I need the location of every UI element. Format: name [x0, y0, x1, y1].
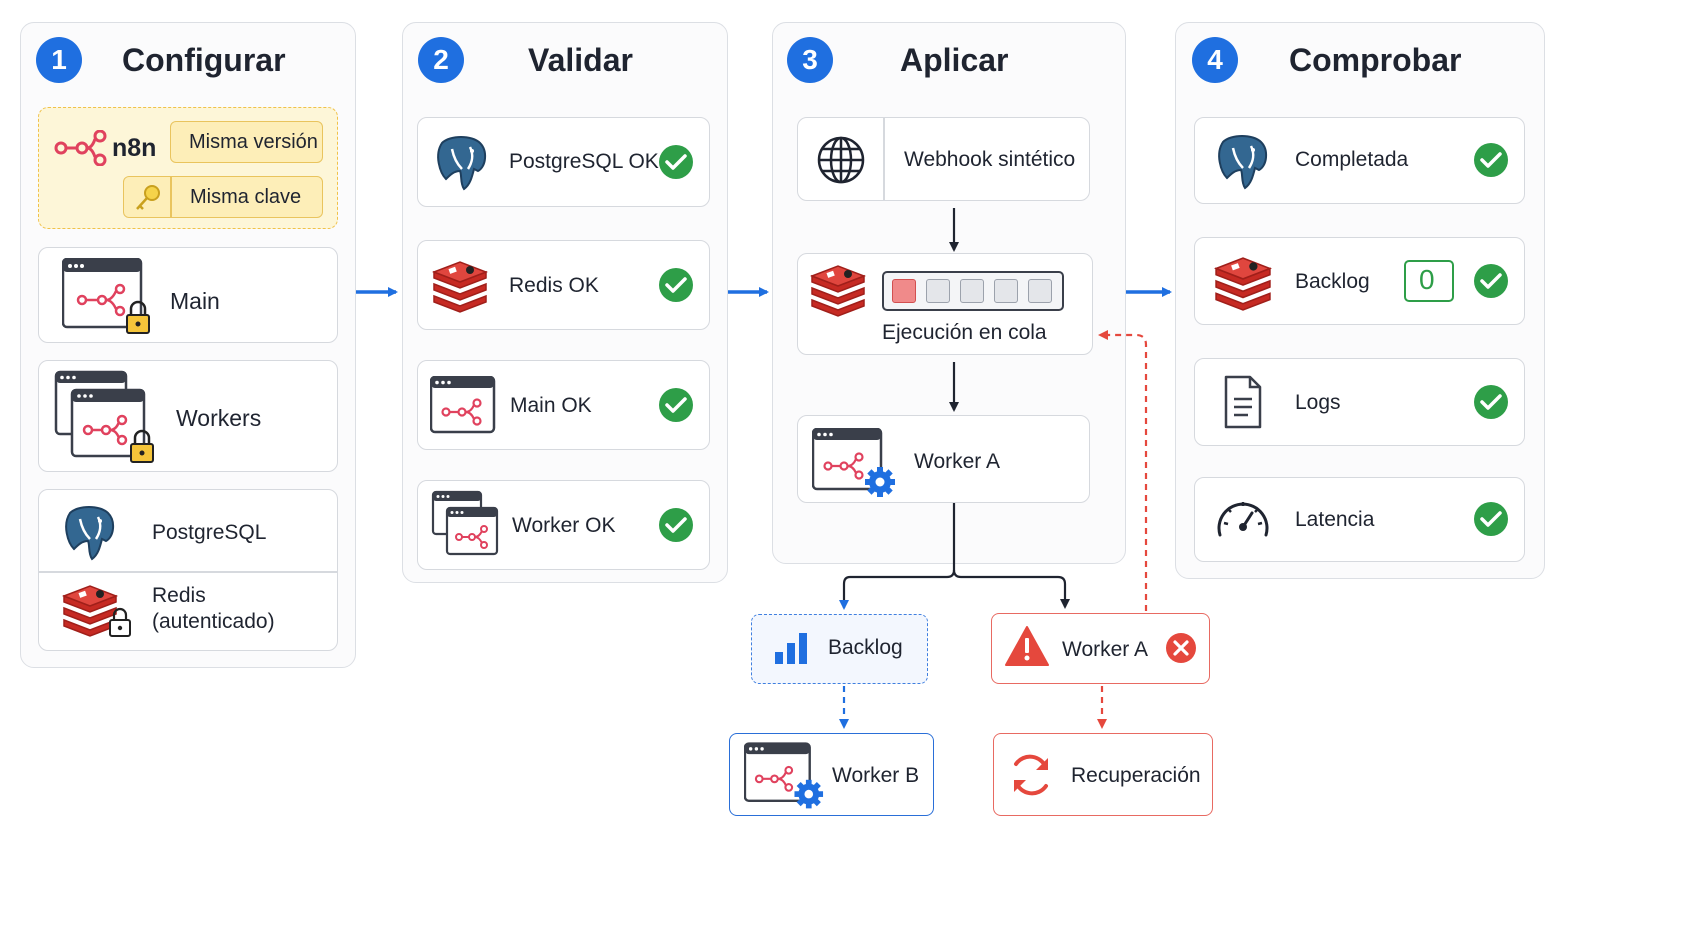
check-icon — [1474, 264, 1508, 298]
branch-worker-a-failure — [952, 569, 1070, 609]
comprobar-latency-label: Latencia — [1295, 508, 1375, 531]
error-x-icon — [1166, 633, 1196, 663]
webhook-icon-divider — [883, 117, 885, 201]
recovery-label: Recuperación — [1071, 764, 1201, 787]
check-icon — [659, 145, 693, 179]
check-icon — [659, 388, 693, 422]
webhook-label: Webhook sintético — [904, 148, 1076, 171]
same-key-label: Misma clave — [190, 186, 302, 208]
validar-worker-label: Worker OK — [512, 514, 616, 537]
comprobar-completed-label: Completada — [1295, 148, 1409, 171]
worker-a-label: Worker A — [914, 450, 1000, 473]
check-icon — [659, 508, 693, 542]
warning-icon — [1005, 626, 1049, 666]
key-icon — [136, 185, 160, 210]
worker-windows-icon — [431, 490, 499, 556]
validar-main-label: Main OK — [510, 394, 592, 417]
validar-postgresql-label: PostgreSQL OK — [509, 150, 659, 173]
redis-icon — [810, 265, 866, 317]
workers-windows-icon — [54, 370, 154, 463]
db-card-divider — [38, 571, 338, 573]
n8n-logo-text: n8n — [112, 134, 157, 162]
queue-slot — [994, 279, 1018, 303]
postgresql-elephant-icon — [437, 136, 486, 191]
step-number-4: 4 — [1192, 37, 1238, 83]
backlog-count-badge — [1404, 260, 1454, 302]
worker-gear-window-icon — [812, 428, 895, 497]
config-postgresql-label: PostgreSQL — [152, 521, 267, 544]
step-number-1: 1 — [36, 37, 82, 83]
worker-gear-window-icon — [744, 742, 824, 809]
comprobar-logs-label: Logs — [1295, 391, 1341, 414]
step-number-2: 2 — [418, 37, 464, 83]
globe-icon — [817, 136, 865, 184]
branch-worker-a — [839, 503, 956, 610]
redis-icon — [432, 261, 488, 313]
validar-redis-label: Redis OK — [509, 274, 599, 297]
queue-label: Ejecución en cola — [882, 321, 1047, 344]
n8n-logo-icon — [54, 130, 107, 166]
queue-slot — [1028, 279, 1052, 303]
main-window-icon — [62, 258, 150, 334]
step-number-3: 3 — [787, 37, 833, 83]
comprobar-backlog-label: Backlog — [1295, 270, 1370, 293]
step-title-comprobar: Comprobar — [1289, 42, 1462, 78]
check-icon — [659, 268, 693, 302]
postgresql-elephant-icon — [1218, 135, 1267, 190]
key-divider — [170, 176, 172, 218]
speedometer-latency-icon — [1217, 502, 1269, 537]
same-key-badge — [123, 176, 323, 218]
worker-a-failed-label: Worker A — [1062, 638, 1148, 661]
arrow-retry-queue — [1098, 330, 1148, 611]
config-main-label: Main — [170, 288, 220, 314]
same-version-label: Misma versión — [189, 131, 318, 153]
queue-slot-active — [892, 279, 916, 303]
queue-slot — [926, 279, 950, 303]
config-redis-label: Redis — [152, 584, 206, 607]
check-icon — [1474, 385, 1508, 419]
step-title-aplicar: Aplicar — [900, 42, 1009, 78]
backlog-label: Backlog — [828, 636, 903, 659]
config-workers-label: Workers — [176, 405, 262, 431]
check-icon — [1474, 143, 1508, 177]
same-version-badge — [170, 121, 323, 163]
main-window-icon — [430, 376, 496, 434]
refresh-recovery-icon — [1014, 754, 1048, 796]
redis-icon — [62, 585, 131, 637]
backlog-card — [751, 614, 928, 684]
redis-icon — [1214, 257, 1272, 311]
recovery-card — [993, 733, 1213, 816]
postgresql-elephant-icon — [65, 506, 114, 561]
step-title-validar: Validar — [528, 42, 633, 78]
bar-chart-icon — [775, 633, 807, 664]
queue-slot — [960, 279, 984, 303]
worker-b-label: Worker B — [832, 764, 920, 787]
document-logs-icon — [1224, 375, 1262, 429]
check-icon — [1474, 502, 1508, 536]
backlog-count-value: 0 — [1419, 264, 1435, 295]
config-redis-auth-label: (autenticado) — [152, 610, 275, 633]
step-title-configurar: Configurar — [122, 42, 286, 78]
